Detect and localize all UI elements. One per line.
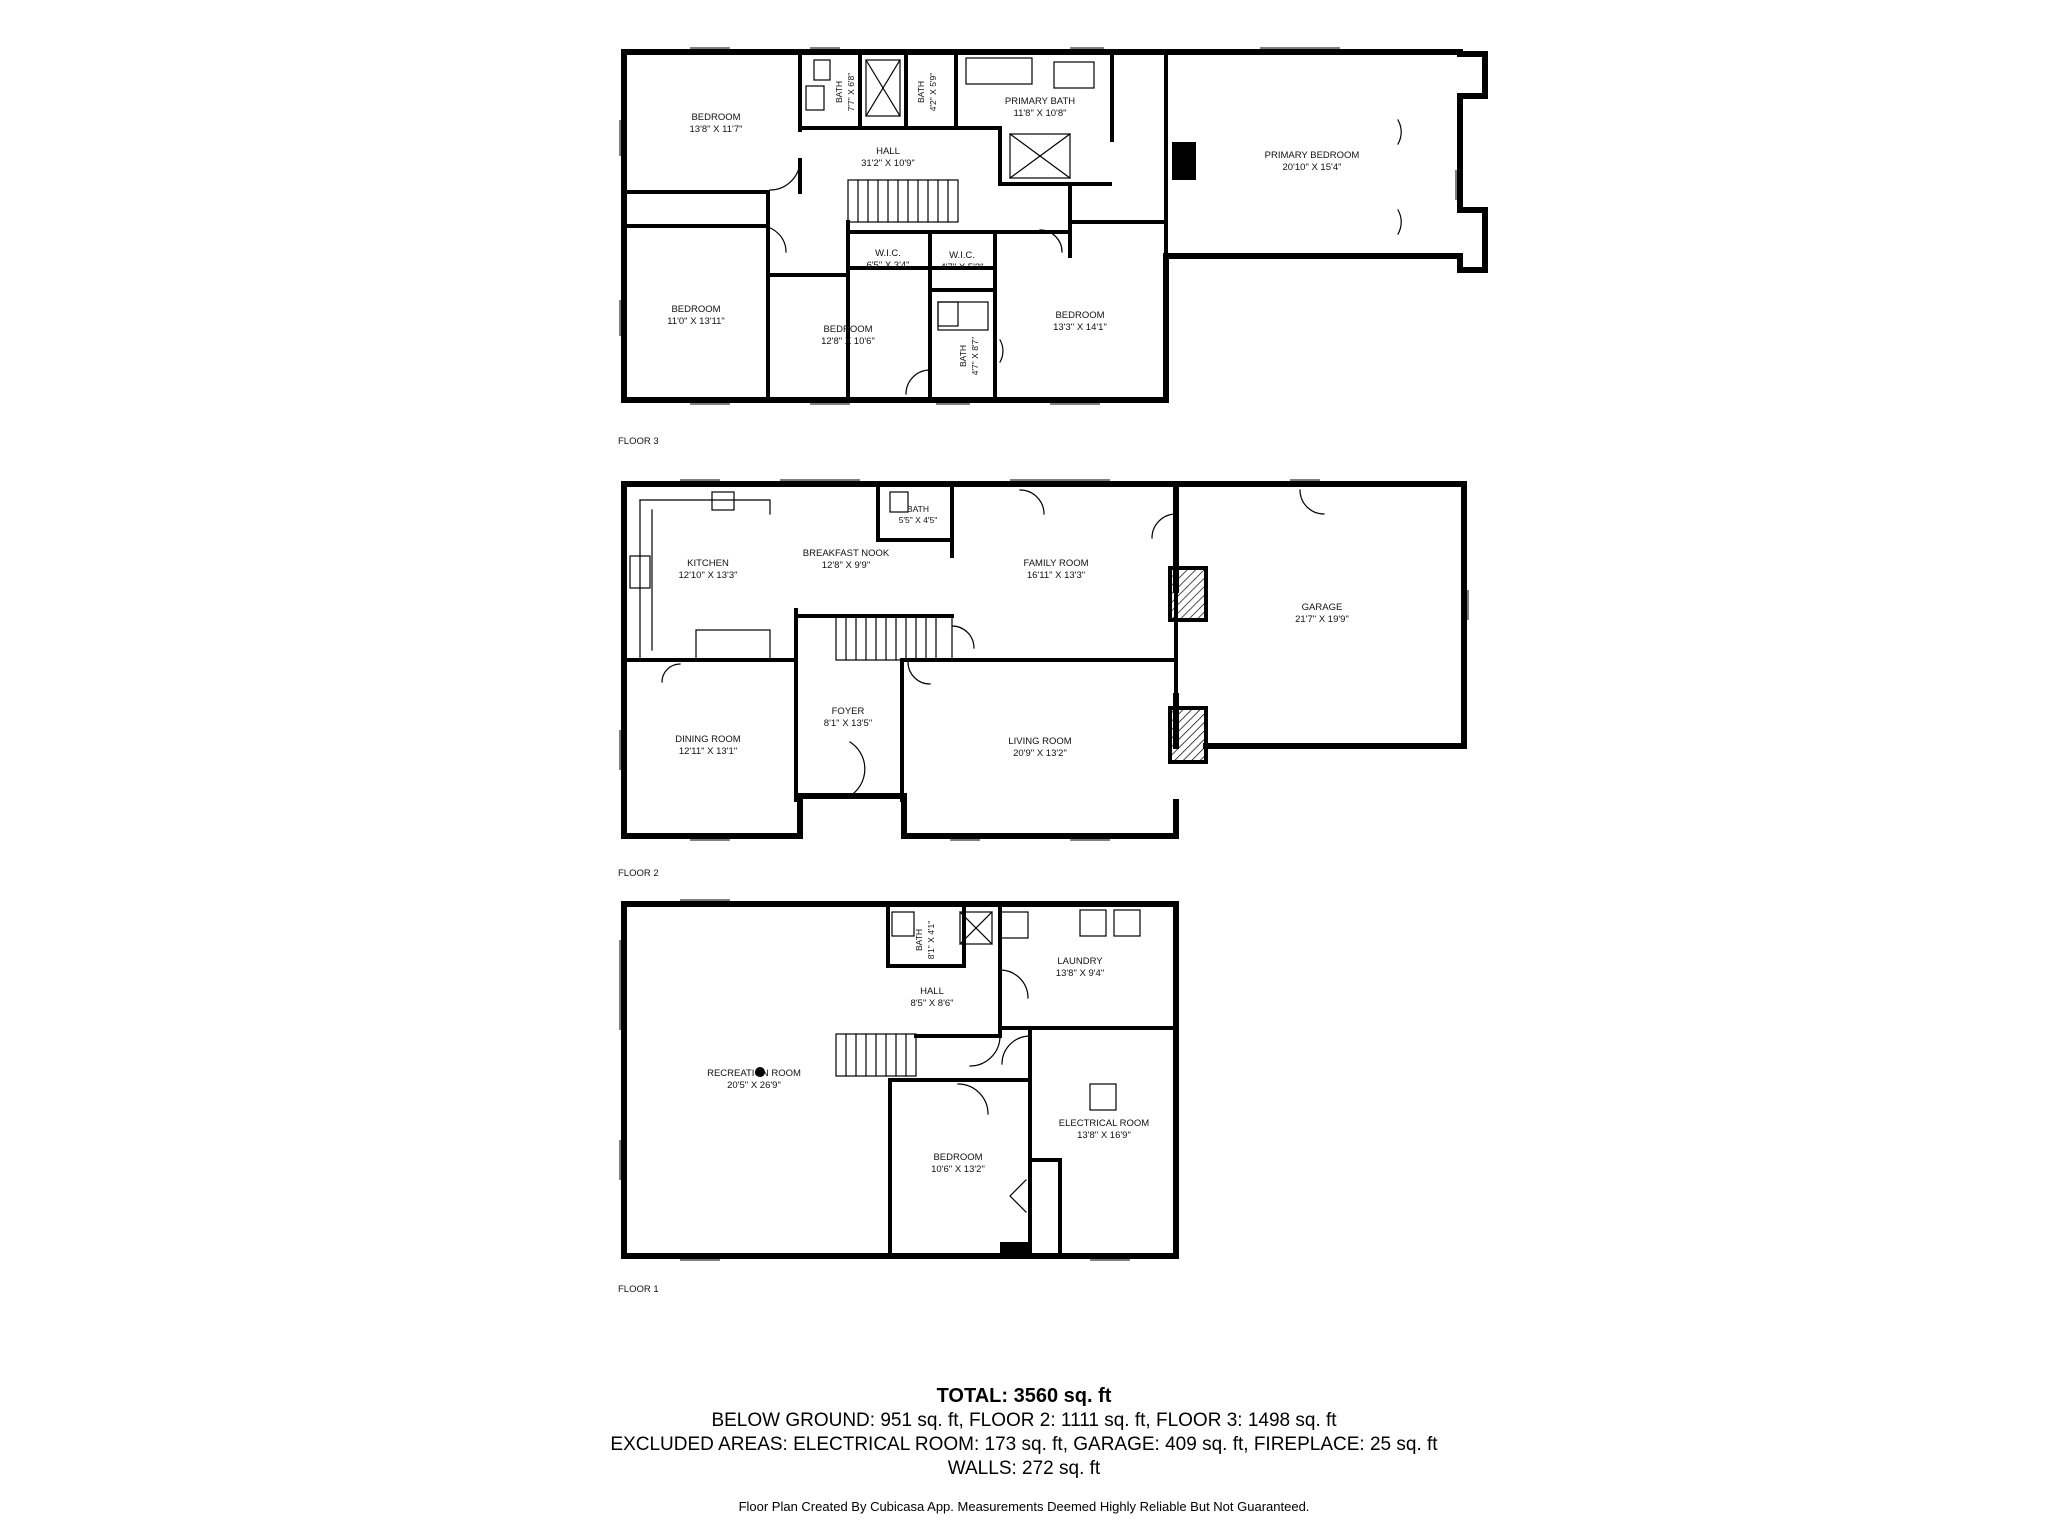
floor-label: FLOOR 3 bbox=[618, 436, 659, 447]
room-dimensions: 20'9" X 13'2" bbox=[1013, 748, 1067, 759]
floor-3-plan bbox=[621, 49, 1488, 403]
room-dimensions: 4'7" X 8'7" bbox=[970, 337, 980, 376]
room-dimensions: 12'8" X 9'9" bbox=[822, 560, 870, 571]
room-name: BATH bbox=[914, 929, 924, 951]
room-dimensions: 11'0" X 13'11" bbox=[667, 316, 725, 327]
room-dimensions: 13'8" X 11'7" bbox=[690, 124, 743, 135]
floor-label: FLOOR 1 bbox=[618, 1284, 659, 1295]
room-dimensions: 12'11" X 13'1" bbox=[679, 746, 737, 757]
floor-2-plan bbox=[621, 481, 1467, 839]
room-dimensions: 16'11" X 13'3" bbox=[1027, 570, 1085, 581]
room-name: PRIMARY BATH bbox=[1005, 96, 1075, 107]
room-name: HALL bbox=[876, 146, 900, 157]
room-name: BATH bbox=[958, 345, 968, 367]
room-dimensions: 31'2" X 10'9" bbox=[861, 158, 915, 169]
room-dimensions: 21'7" X 19'9" bbox=[1295, 614, 1349, 625]
walls-area: WALLS: 272 sq. ft bbox=[947, 1458, 1101, 1479]
room-dimensions: 8'1" X 4'1" bbox=[926, 921, 936, 960]
room-name: DINING ROOM bbox=[675, 734, 741, 745]
room-name: HALL bbox=[920, 986, 944, 997]
room-name: BEDROOM bbox=[691, 112, 740, 123]
room-name: FOYER bbox=[832, 706, 865, 717]
room-dimensions: 10'6" X 13'2" bbox=[931, 1164, 985, 1175]
room-name: BEDROOM bbox=[823, 324, 872, 335]
total-area: TOTAL: 3560 sq. ft bbox=[936, 1385, 1112, 1407]
room-dimensions: 20'10" X 15'4" bbox=[1283, 162, 1342, 173]
room-name: PRIMARY BEDROOM bbox=[1265, 150, 1360, 161]
excluded-areas: EXCLUDED AREAS: ELECTRICAL ROOM: 173 sq.… bbox=[610, 1434, 1438, 1455]
room-dimensions: 13'3" X 14'1" bbox=[1053, 322, 1107, 333]
room-name: GARAGE bbox=[1302, 602, 1343, 613]
room-name: BATH bbox=[907, 504, 929, 514]
room-dimensions: 6'5" X 3'4" bbox=[866, 260, 909, 271]
room-name: W.I.C. bbox=[949, 250, 975, 261]
room-name: BATH bbox=[916, 81, 926, 103]
floor-1-labels: BATH 8'1" X 4'1" LAUNDRY 13'8" X 9'4" HA… bbox=[618, 921, 1149, 1295]
room-name: LIVING ROOM bbox=[1008, 736, 1071, 747]
room-dimensions: 4'7" X 5'3" bbox=[940, 262, 983, 273]
room-name: ELECTRICAL ROOM bbox=[1059, 1118, 1150, 1129]
room-name: BEDROOM bbox=[671, 304, 720, 315]
room-name: RECREATION ROOM bbox=[707, 1068, 801, 1079]
room-name: BREAKFAST NOOK bbox=[803, 548, 890, 559]
floor-3-labels: BEDROOM 13'8" X 11'7" BATH 7'7" X 6'8" B… bbox=[618, 73, 1359, 447]
room-name: BEDROOM bbox=[1055, 310, 1104, 321]
room-dimensions: 20'5" X 26'9" bbox=[727, 1080, 781, 1091]
room-dimensions: 7'7" X 6'8" bbox=[846, 73, 856, 112]
room-name: BATH bbox=[834, 81, 844, 103]
room-dimensions: 13'8" X 16'9" bbox=[1077, 1130, 1131, 1141]
floor-2-labels: KITCHEN 12'10" X 13'3" BREAKFAST NOOK 12… bbox=[618, 504, 1349, 879]
disclaimer: Floor Plan Created By Cubicasa App. Meas… bbox=[738, 1499, 1310, 1514]
room-name: W.I.C. bbox=[875, 248, 901, 259]
floor-areas: BELOW GROUND: 951 sq. ft, FLOOR 2: 1111 … bbox=[711, 1410, 1337, 1431]
room-name: BEDROOM bbox=[933, 1152, 982, 1163]
room-dimensions: 13'8" X 9'4" bbox=[1056, 968, 1104, 979]
room-dimensions: 12'8" X 10'6" bbox=[821, 336, 875, 347]
room-dimensions: 8'1" X 13'5" bbox=[824, 718, 872, 729]
room-dimensions: 4'2" X 5'9" bbox=[928, 73, 938, 112]
window-marks bbox=[619, 47, 1469, 1261]
room-dimensions: 5'5" X 4'5" bbox=[899, 515, 938, 525]
room-dimensions: 8'5" X 8'6" bbox=[910, 998, 953, 1009]
room-name: FAMILY ROOM bbox=[1023, 558, 1088, 569]
room-name: KITCHEN bbox=[687, 558, 729, 569]
room-dimensions: 11'8" X 10'8" bbox=[1014, 108, 1067, 119]
area-summary: TOTAL: 3560 sq. ft BELOW GROUND: 951 sq.… bbox=[0, 1384, 2048, 1514]
room-dimensions: 12'10" X 13'3" bbox=[679, 570, 738, 581]
floor-label: FLOOR 2 bbox=[618, 868, 659, 879]
room-name: LAUNDRY bbox=[1057, 956, 1103, 967]
floor-1-plan bbox=[621, 901, 1179, 1259]
